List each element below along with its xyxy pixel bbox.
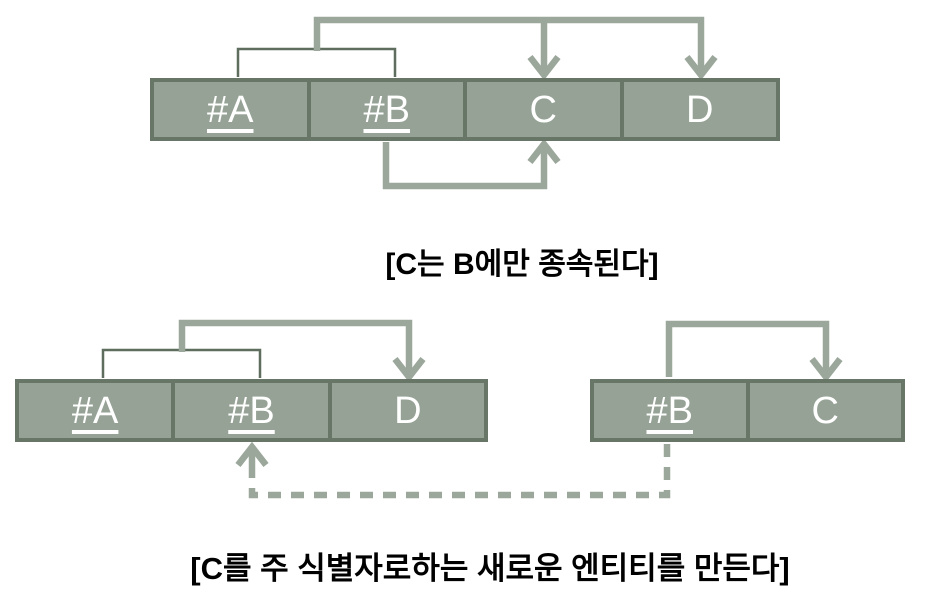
composite-key-bracket-bottom-left xyxy=(101,348,262,378)
bottom-caption: [C를 주 식별자로하는 새로운 엔티티를 만든다] xyxy=(190,551,790,586)
partial-dependency-arrow-b-to-c xyxy=(382,142,548,190)
top-caption: [C는 B에만 종속된다] xyxy=(385,248,659,281)
cell-a: #A xyxy=(154,82,307,137)
dependency-arrow-b2-to-c2 xyxy=(665,320,830,377)
composite-key-bracket-top xyxy=(236,47,397,77)
arrowhead-up-b-icon xyxy=(235,441,269,467)
cell-c: C xyxy=(467,82,620,137)
arrowhead-down-d-icon xyxy=(684,55,718,81)
cell-a2: #A xyxy=(19,383,172,438)
arrowhead-up-c-icon xyxy=(527,138,561,164)
cell-b: #B xyxy=(310,82,463,137)
migration-dashed-arrow xyxy=(248,444,671,499)
arrowhead-down-c2-icon xyxy=(809,357,843,383)
cell-d2: D xyxy=(331,383,484,438)
cell-b2: #B xyxy=(175,383,328,438)
cell-c2: C xyxy=(749,383,901,438)
dependency-arrow-key-to-d2 xyxy=(178,319,413,373)
cell-d: D xyxy=(623,82,776,137)
cell-b3: #B xyxy=(594,383,746,438)
table-abcd: #A #B C D xyxy=(150,78,780,141)
arrowhead-down-d2-icon xyxy=(392,357,426,383)
table-abd: #A #B D xyxy=(15,379,488,442)
dependency-arrow-key-to-d xyxy=(313,16,705,72)
table-bc: #B C xyxy=(590,379,905,442)
arrowhead-down-c-icon xyxy=(527,55,561,81)
